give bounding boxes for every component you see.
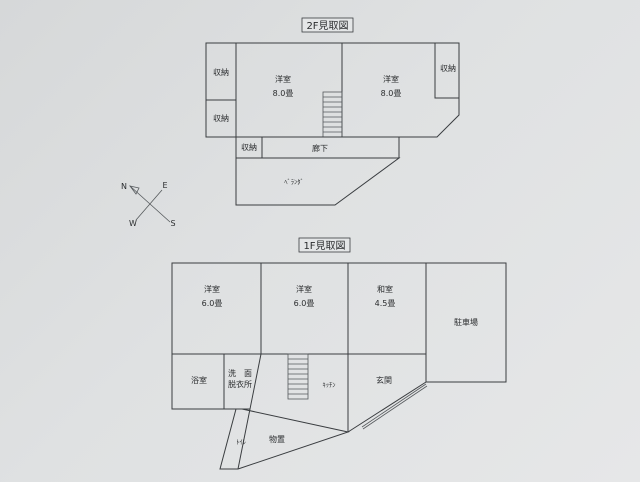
floor2-room-right-size: 8.0畳 <box>381 89 402 98</box>
floor1-room-2-label: 洋室 <box>296 284 312 294</box>
floor2-room-right-label: 洋室 <box>383 74 399 84</box>
floor1-room-1-label: 洋室 <box>204 284 220 294</box>
floor1-room-3-size: 4.5畳 <box>375 299 396 308</box>
floor1-room-1-size: 6.0畳 <box>202 299 223 308</box>
compass-w-label: W <box>129 219 137 228</box>
floor2-storage-1-label: 収納 <box>213 67 229 77</box>
floor1-storeroom-outline <box>237 408 350 470</box>
floor2-room-left-size: 8.0畳 <box>273 89 294 98</box>
floor1-entrance-outline <box>347 354 427 433</box>
compass-rose: N E W S <box>121 181 176 228</box>
floor1-wash-label-2: 脱衣所 <box>228 379 252 389</box>
floor1-entrance-label: 玄関 <box>376 375 392 385</box>
floor1-entrance-door <box>361 383 427 428</box>
floor2-room-left-label: 洋室 <box>275 74 291 84</box>
compass-e-label: E <box>162 181 167 190</box>
compass-ne-sw-axis <box>135 189 163 221</box>
floor1-parking-label: 駐車場 <box>454 317 478 327</box>
floor2-plan: 2F見取図 収納 収納 収納 収納 洋室 8 <box>205 17 460 206</box>
floor2-storage-2-label: 収納 <box>213 113 229 123</box>
floor2-hallway-label: 廊下 <box>312 143 328 153</box>
floor1-title: 1F見取図 <box>303 240 345 252</box>
floor2-storage-4-label: 収納 <box>241 142 257 152</box>
floor1-stairs <box>287 353 309 400</box>
compass-n-label: N <box>121 182 127 191</box>
floor1-storeroom-label: 物置 <box>269 434 285 444</box>
floor2-outline <box>205 42 460 138</box>
floor1-wash-label-1: 洗 面 <box>228 368 252 378</box>
floor1-diagonal-wall <box>237 353 262 470</box>
floor1-parking-box <box>425 262 507 383</box>
floor2-title-box <box>301 17 354 33</box>
floor2-storage-3-label: 収納 <box>440 63 456 73</box>
floor1-toilet-label: ﾄｲﾚ <box>236 438 246 446</box>
floor1-toilet-outline <box>219 408 238 470</box>
floor1-upper-rooms-box <box>171 262 427 355</box>
floor1-room-3-label: 和室 <box>377 284 393 294</box>
floor1-bath-label: 浴室 <box>191 375 207 385</box>
floor2-storage-right-box <box>434 42 460 99</box>
floor1-title-box <box>298 237 351 253</box>
floor1-room-2-size: 6.0畳 <box>294 299 315 308</box>
floor1-plan: 1F見取図 洋室 6.0畳 洋室 <box>171 237 507 470</box>
compass-s-label: S <box>170 219 175 228</box>
floor2-veranda-label: ﾍﾞﾗﾝﾀﾞ <box>284 178 304 186</box>
floor2-stairs <box>322 91 343 138</box>
floor1-kitchen-label: ｷｯﾁﾝ <box>323 381 336 389</box>
floor2-title: 2F見取図 <box>306 20 348 32</box>
floor2-veranda-outline <box>235 157 401 206</box>
compass-arrow-icon <box>129 185 140 195</box>
